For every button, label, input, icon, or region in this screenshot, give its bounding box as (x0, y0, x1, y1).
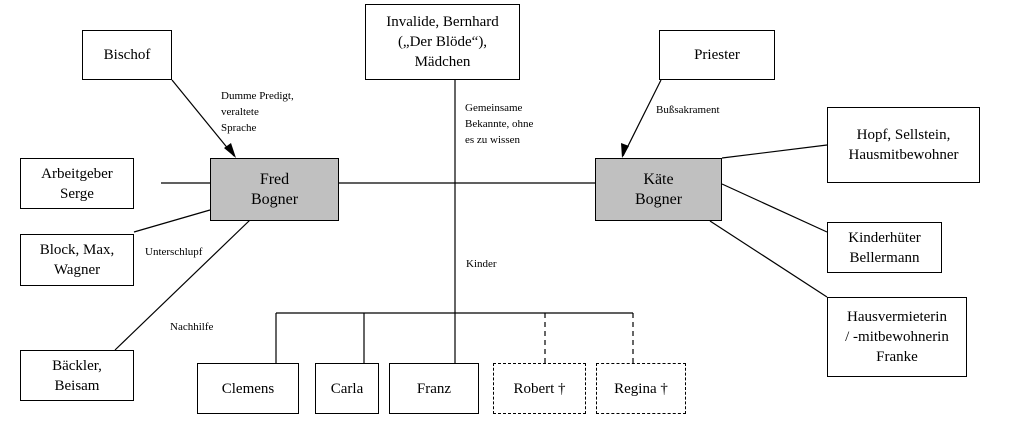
line-kaete-kinderhueter (721, 183, 828, 233)
box-robert: Robert † (493, 363, 586, 414)
label-kinder: Kinder (466, 258, 497, 270)
label-gemeinsame-bekannte: Gemeinsame Bekannte, ohne es zu wissen (465, 102, 534, 146)
line-bischof-fred (171, 79, 235, 157)
box-baeckler-beisam: Bäckler, Beisam (20, 350, 134, 401)
box-clemens: Clemens (197, 363, 299, 414)
label-nachhilfe: Nachhilfe (170, 321, 214, 333)
arrowhead-priester-kaete (621, 143, 629, 158)
line-kaete-hopf (721, 144, 828, 159)
arrowhead-bischof-fred (224, 143, 236, 158)
line-fred-baeckler (114, 219, 251, 351)
box-kaete-bogner: Käte Bogner (595, 158, 722, 221)
box-hausvermieterin-franke: Hausvermieterin / -mitbewohnerin Franke (827, 297, 967, 377)
box-kinderhueter-bellermann: Kinderhüter Bellermann (827, 222, 942, 273)
box-block-max-wagner: Block, Max, Wagner (20, 234, 134, 286)
line-priester-kaete (622, 79, 662, 157)
box-franz: Franz (389, 363, 479, 414)
box-fred-bogner: Fred Bogner (210, 158, 339, 221)
label-busssakrament: Bußsakrament (656, 104, 720, 116)
box-invalide-bernhard: Invalide, Bernhard („Der Blöde“), Mädche… (365, 4, 520, 80)
line-fred-block (133, 209, 211, 233)
line-kaete-vermieterin (709, 220, 828, 298)
box-arbeitgeber-serge: Arbeitgeber Serge (20, 158, 134, 209)
box-bischof: Bischof (82, 30, 172, 80)
label-unterschlupf: Unterschlupf (145, 246, 203, 258)
box-regina: Regina † (596, 363, 686, 414)
box-hopf-sellstein: Hopf, Sellstein, Hausmitbewohner (827, 107, 980, 183)
label-dumme-predigt: Dumme Predigt, veraltete Sprache (221, 90, 294, 134)
box-carla: Carla (315, 363, 379, 414)
box-priester: Priester (659, 30, 775, 80)
